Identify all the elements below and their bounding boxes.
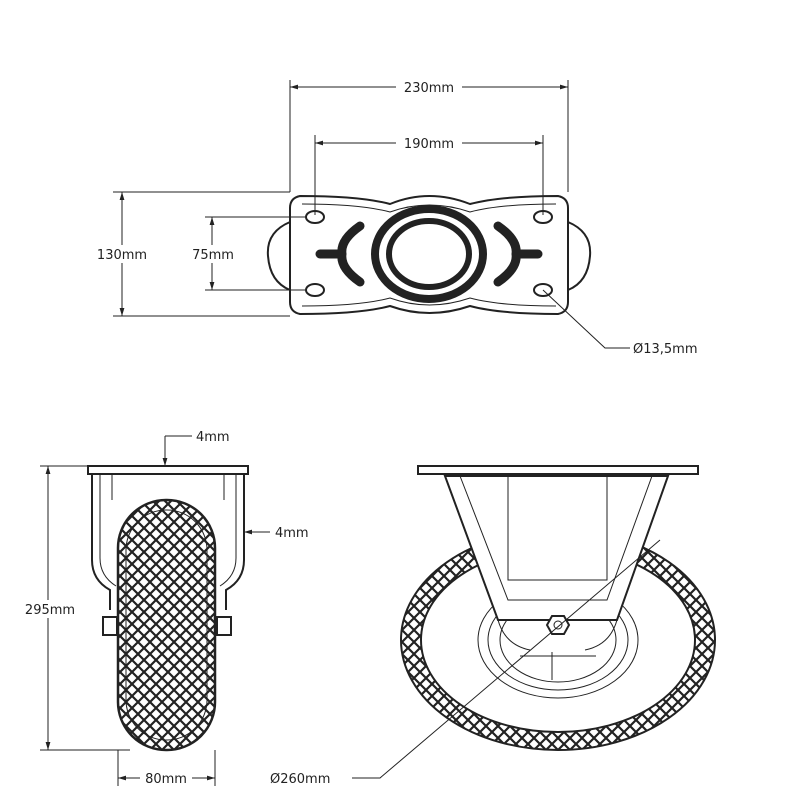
wheel-right-edge: [567, 220, 592, 292]
hole-leader-line: [542, 289, 630, 349]
center-ring: [371, 205, 487, 303]
axle-nut-right: [216, 616, 232, 636]
dim-295: 295mm: [25, 603, 75, 618]
dim-fork-4mm: 4mm: [275, 526, 309, 541]
axle-nut-front: [545, 615, 571, 635]
top-plate-side: [87, 465, 249, 475]
slot-right: [493, 221, 543, 287]
dim-75: 75mm: [192, 248, 234, 263]
slot-left: [315, 221, 365, 287]
top-view: 230mm 190mm 130mm 75mm Ø13,5mm: [92, 78, 698, 357]
dim-230: 230mm: [404, 81, 454, 96]
dim-130: 130mm: [97, 248, 147, 263]
dim-hole-diameter: Ø13,5mm: [633, 342, 698, 357]
wheel-left-edge: [266, 220, 291, 292]
side-view: 295mm 80mm 4mm 4mm: [18, 430, 309, 787]
front-view: Ø260mm: [270, 465, 716, 787]
dim-190: 190mm: [404, 137, 454, 152]
dim-260: Ø260mm: [270, 772, 330, 787]
top-plate-front: [417, 465, 699, 475]
wheel-side: [116, 498, 217, 752]
dim-80: 80mm: [145, 772, 187, 787]
fork-legs: [91, 474, 245, 610]
dim-plate-4mm: 4mm: [196, 430, 230, 445]
axle-nut-left: [102, 616, 118, 636]
wheel-diameter-leader: [352, 539, 661, 779]
